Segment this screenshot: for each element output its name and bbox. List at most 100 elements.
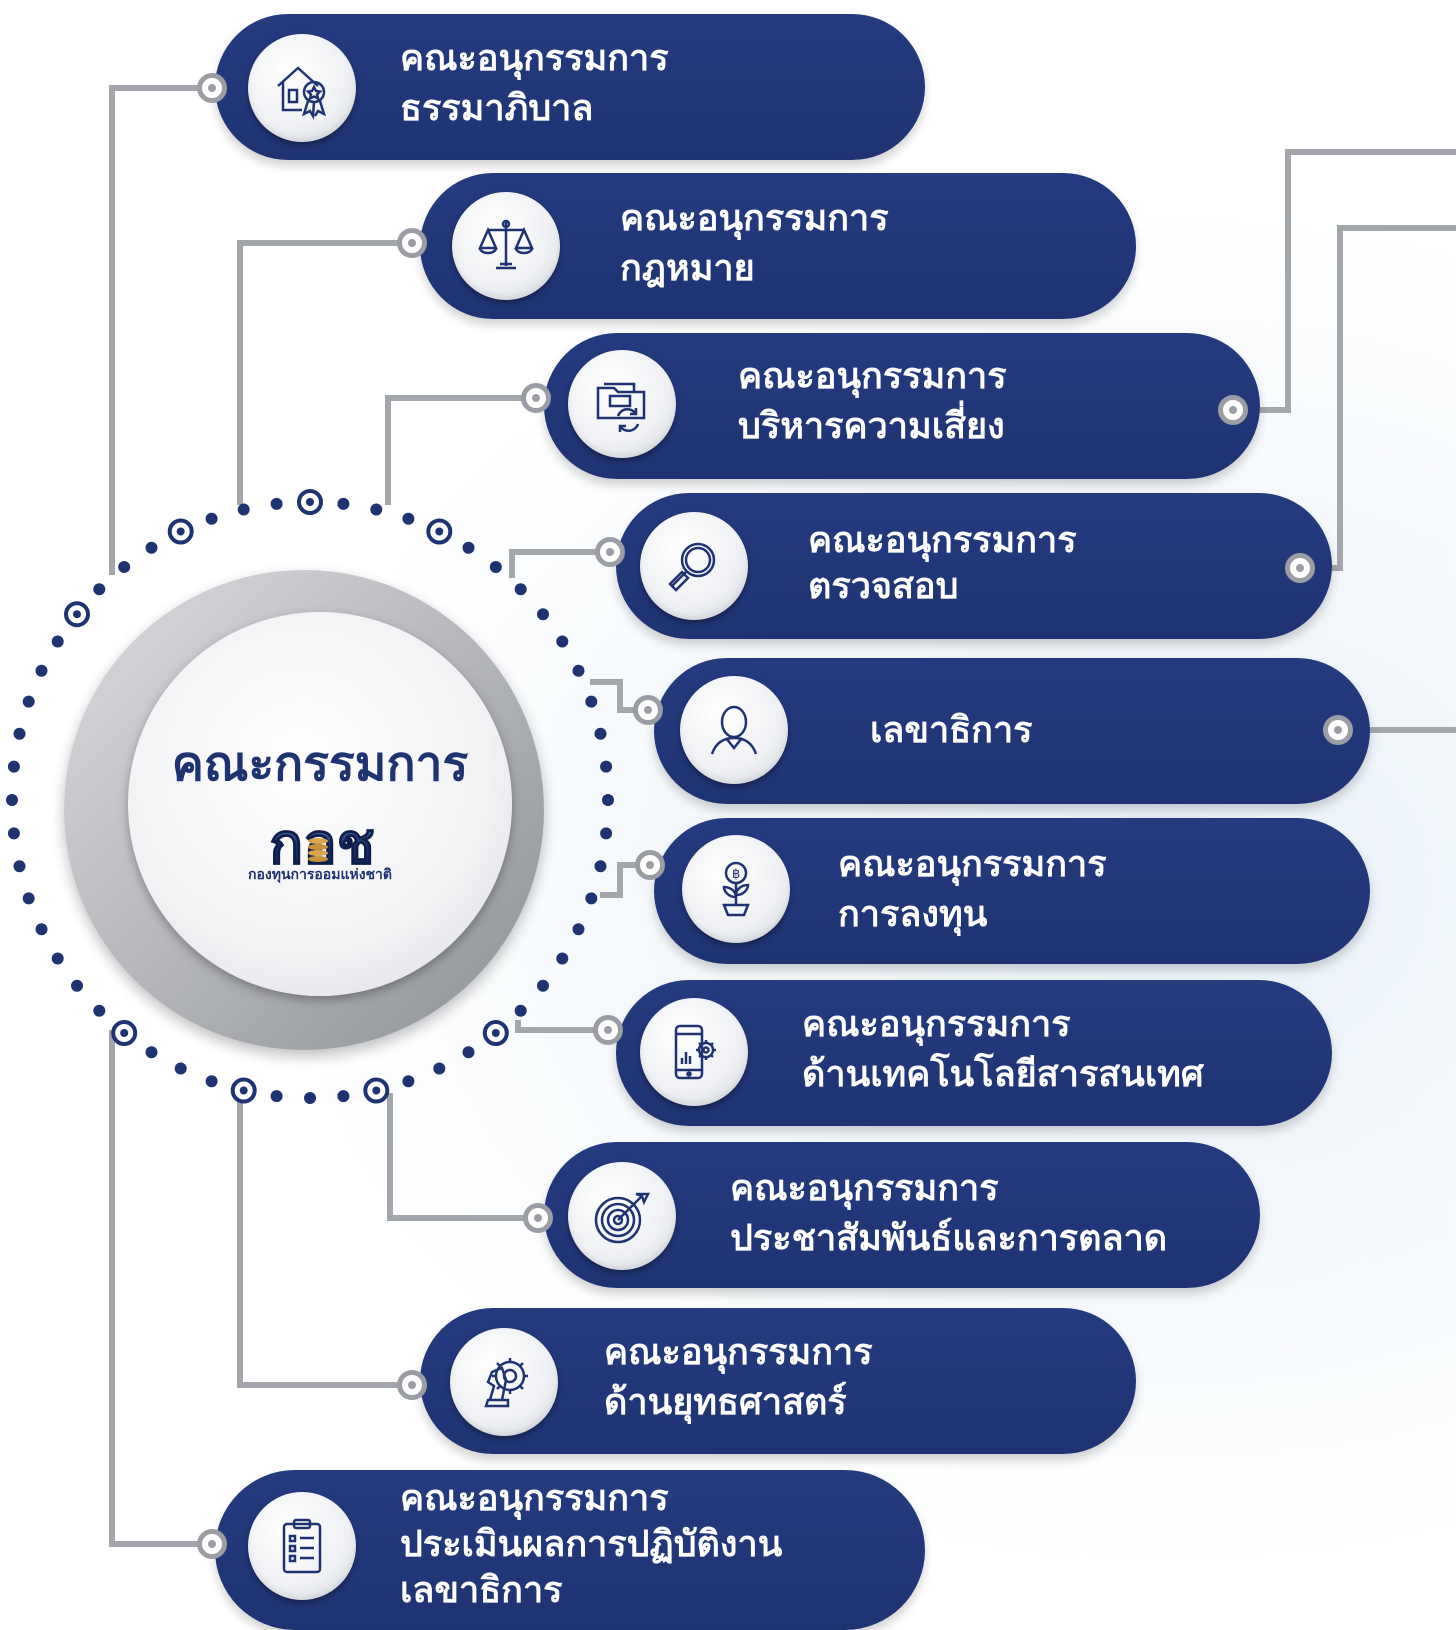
connector-dot <box>397 1370 427 1400</box>
ring-dot <box>304 1092 316 1104</box>
connector-investment <box>600 862 648 898</box>
connector-strategy <box>237 1093 410 1388</box>
connector-dot <box>197 1529 227 1559</box>
committee-label-line2: กฎหมาย <box>620 248 755 289</box>
connector-pr <box>387 1093 536 1221</box>
committee-label-investment: คณะอนุกรรมการ การลงทุน <box>838 840 1107 940</box>
ring-dot <box>270 497 283 510</box>
svg-text:฿: ฿ <box>732 867 740 882</box>
ring-dot <box>22 892 35 905</box>
ring-dot <box>337 497 350 510</box>
ring-dot <box>51 635 64 648</box>
committee-label-line1: คณะอนุกรรมการ <box>400 38 669 79</box>
committee-label-line1: คณะอนุกรรมการ <box>802 1004 1071 1045</box>
ring-dot <box>145 1046 158 1059</box>
ring-dot <box>594 727 607 740</box>
ring-dot <box>585 695 598 708</box>
ring-dot <box>51 952 64 965</box>
ring-dot <box>13 727 26 740</box>
committee-label-line2: ด้านเทคโนโลยีสารสนเทศ <box>802 1054 1204 1095</box>
ring-node-center <box>306 498 314 506</box>
ring-dot <box>514 583 527 596</box>
ring-dot <box>270 1090 283 1103</box>
committee-label-line2: การลงทุน <box>838 894 988 935</box>
ring-dot <box>93 1004 106 1017</box>
committee-label-line1: เลขาธิการ <box>870 710 1033 751</box>
gor-or-chor-logo: กอช <box>269 815 376 871</box>
committee-label-audit: คณะอนุกรรมการ ตรวจสอบ <box>808 518 1077 610</box>
committee-label-secretary: เลขาธิการ <box>870 706 1033 756</box>
ring-dot <box>35 923 48 936</box>
committee-label-governance: คณะอนุกรรมการ ธรรมาภิบาล <box>400 34 669 134</box>
ring-dot <box>489 561 502 573</box>
ring-dot <box>205 512 218 525</box>
ring-dot <box>594 860 607 873</box>
ring-dot <box>370 503 383 516</box>
connector-evaluation <box>109 1030 210 1547</box>
committee-label-line2: ประเมินผลการปฏิบัติงาน <box>400 1524 783 1565</box>
hub-title: คณะกรรมการ <box>171 736 469 792</box>
committee-label-line1: คณะอนุกรรมการ <box>738 356 1007 397</box>
committee-label-line1: คณะอนุกรรมการ <box>620 198 889 239</box>
ring-node-center <box>372 1086 381 1095</box>
connector-dot <box>397 228 427 258</box>
committee-label-it: คณะอนุกรรมการ ด้านเทคโนโลยีสารสนเทศ <box>802 1000 1204 1100</box>
committee-label-line1: คณะอนุกรรมการ <box>400 1478 669 1519</box>
connector-dot <box>595 537 625 567</box>
committee-label-line2: บริหารความเสี่ยง <box>738 406 1005 447</box>
committee-label-line3: เลขาธิการ <box>400 1570 563 1611</box>
ring-dot <box>93 583 106 596</box>
house-award-icon <box>248 34 356 142</box>
ring-dot <box>118 561 131 573</box>
connector-dot <box>521 383 551 413</box>
connector-risk <box>385 395 534 505</box>
committee-label-line2: ประชาสัมพันธ์และการตลาด <box>730 1218 1168 1259</box>
smartphone-gear-icon <box>640 998 748 1106</box>
clipboard-checklist-icon <box>248 1492 356 1600</box>
ring-dot <box>174 1062 187 1075</box>
hub-dotted-ring <box>6 489 614 1104</box>
connector-dot <box>635 850 665 880</box>
ring-dot <box>537 608 549 621</box>
ring-node-center <box>491 1029 500 1037</box>
ring-node-center <box>435 527 444 536</box>
ring-dot <box>433 1062 446 1075</box>
scales-of-justice-icon <box>452 192 560 300</box>
person-icon <box>680 676 788 784</box>
ring-dot <box>602 794 614 806</box>
committee-label-law: คณะอนุกรรมการ กฎหมาย <box>620 194 889 294</box>
connector-dot <box>523 1203 553 1233</box>
ring-dot <box>22 695 35 708</box>
connector-audit <box>509 549 608 578</box>
committee-label-line1: คณะอนุกรรมการ <box>838 844 1107 885</box>
connector-dot <box>1218 395 1248 425</box>
ring-dot <box>572 664 585 677</box>
committee-label-line2: ธรรมาภิบาล <box>400 88 594 129</box>
connector-dot <box>197 73 227 103</box>
committee-label-line2: ตรวจสอบ <box>808 566 959 607</box>
ring-dot <box>600 827 613 840</box>
ring-dot <box>7 827 20 840</box>
ring-dot <box>462 1046 475 1059</box>
hub-subtitle: กองทุนการออมแห่งชาติ <box>248 867 392 883</box>
connector-dot <box>1285 553 1315 583</box>
connector-right-middle <box>1298 225 1456 571</box>
connector-dot <box>593 1015 623 1045</box>
ring-dot <box>13 860 26 873</box>
magnifier-icon <box>640 512 748 620</box>
committee-label-line1: คณะอนุกรรมการ <box>808 520 1077 561</box>
connector-it <box>515 1020 606 1033</box>
committee-label-line2: ด้านยุทธศาสตร์ <box>604 1382 847 1423</box>
ring-dot <box>7 760 20 773</box>
ring-dot <box>514 1004 527 1017</box>
ring-dot <box>556 952 569 965</box>
committee-label-pr: คณะอนุกรรมการ ประชาสัมพันธ์และการตลาด <box>730 1164 1167 1264</box>
ring-dot <box>71 979 83 992</box>
ring-dot <box>145 541 158 554</box>
committee-label-strategy: คณะอนุกรรมการ ด้านยุทธศาสตร์ <box>604 1328 873 1428</box>
ring-dot <box>402 1075 415 1088</box>
committee-label-risk: คณะอนุกรรมการ บริหารความเสี่ยง <box>738 352 1007 452</box>
ring-dot <box>35 664 48 677</box>
committee-label-line1: คณะอนุกรรมการ <box>604 1332 873 1373</box>
connector-dot <box>633 695 663 725</box>
